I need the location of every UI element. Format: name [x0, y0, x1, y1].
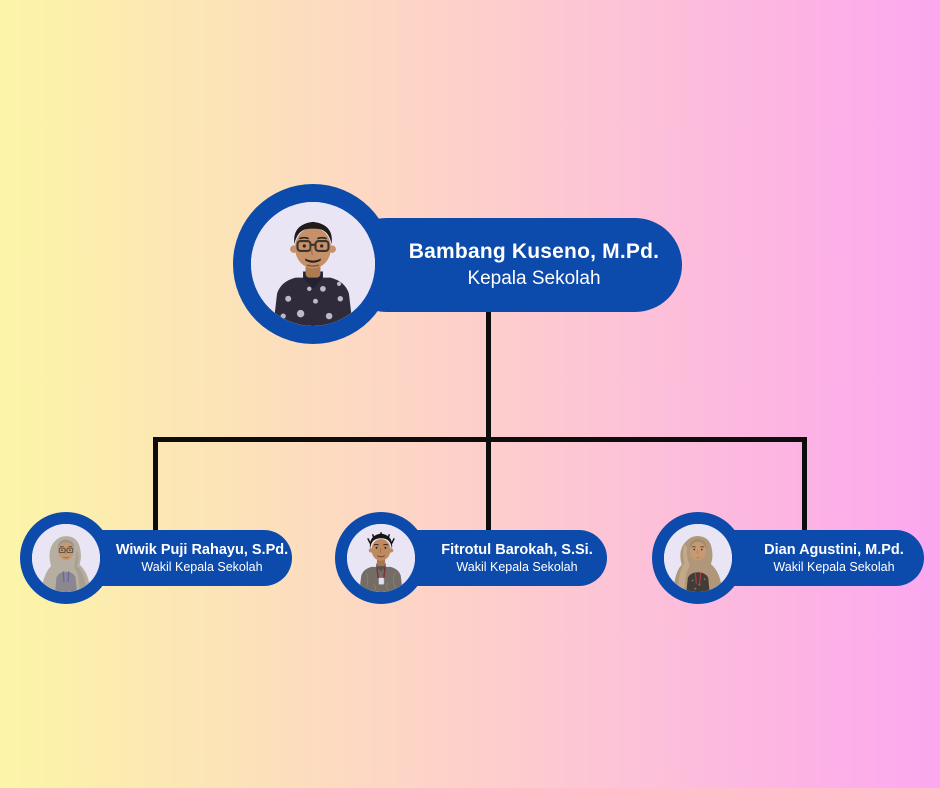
fitrotul-barokah-photo [347, 524, 415, 592]
child-photo-frame [335, 512, 427, 604]
root-label-pill: Bambang Kuseno, M.Pd. Kepala Sekolah [340, 218, 682, 312]
connector-right-vertical [802, 437, 807, 535]
member-title: Kepala Sekolah [467, 268, 601, 289]
root-photo [251, 202, 375, 326]
connector-horizontal [153, 437, 807, 442]
bambang-kuseno-photo [251, 202, 375, 326]
member-title: Wakil Kepala Sekolah [141, 560, 263, 574]
connector-left-vertical [153, 437, 158, 535]
child-photo [32, 524, 100, 592]
member-name: Bambang Kuseno, M.Pd. [408, 240, 660, 263]
member-title: Wakil Kepala Sekolah [773, 560, 895, 574]
child-photo-frame [20, 512, 112, 604]
dian-agustini-photo [664, 524, 732, 592]
connector-root-vertical [486, 305, 491, 442]
child-photo-frame [652, 512, 744, 604]
member-name: Dian Agustini, M.Pd. [764, 542, 904, 558]
child-photo [664, 524, 732, 592]
wiwik-puji-rahayu-photo [32, 524, 100, 592]
connector-middle-vertical [486, 437, 491, 535]
child-photo [347, 524, 415, 592]
member-name: Wiwik Puji Rahayu, S.Pd. [115, 542, 289, 558]
member-name: Fitrotul Barokah, S.Si. [441, 542, 593, 558]
root-photo-frame [233, 184, 393, 344]
member-title: Wakil Kepala Sekolah [456, 560, 578, 574]
